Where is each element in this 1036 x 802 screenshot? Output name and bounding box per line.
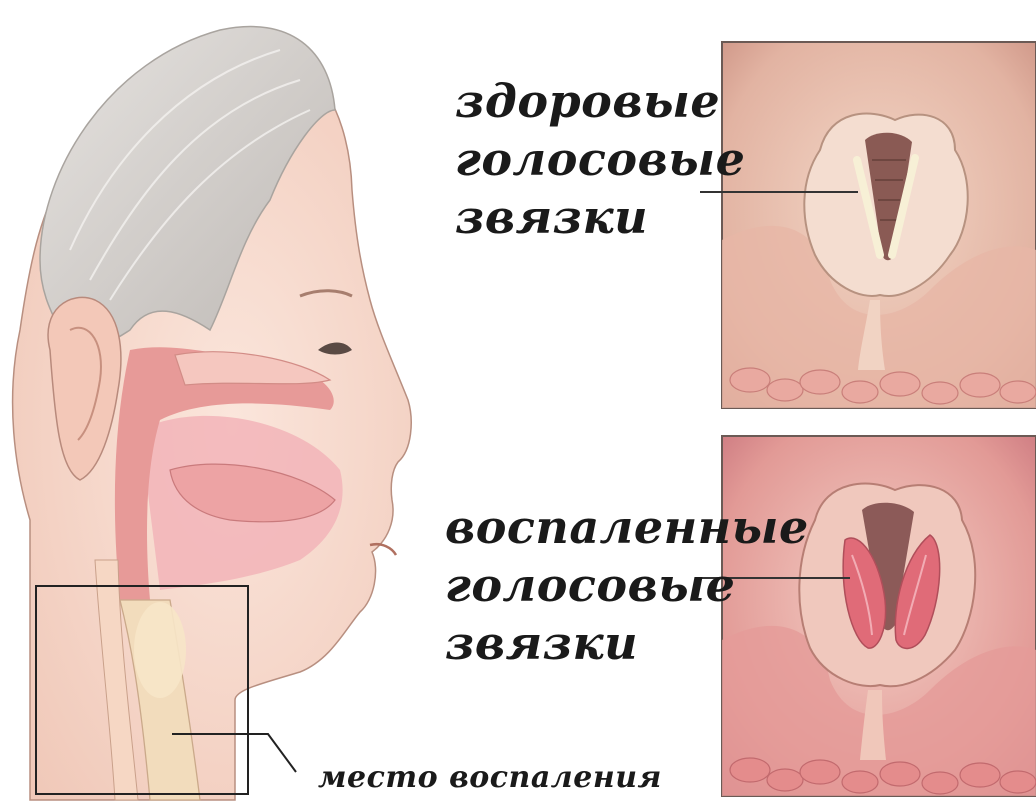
healthy-label-line-3: звязки <box>455 188 745 246</box>
head-illustration <box>13 27 412 800</box>
inflamed-label-line-1: воспаленные <box>445 498 809 556</box>
inflammation-site-label: место воспаления <box>318 760 662 796</box>
healthy-label-line-1: здоровые <box>455 72 745 130</box>
healthy-label: здоровые голосовые звязки <box>455 72 745 246</box>
healthy-vocal-cords-panel <box>722 42 1036 408</box>
healthy-label-line-2: голосовые <box>455 130 745 188</box>
inflamed-label-line-2: голосовые <box>445 556 809 614</box>
inflamed-label: воспаленные голосовые звязки <box>445 498 809 672</box>
larynx <box>134 602 186 698</box>
inflamed-label-line-3: звязки <box>445 614 809 672</box>
